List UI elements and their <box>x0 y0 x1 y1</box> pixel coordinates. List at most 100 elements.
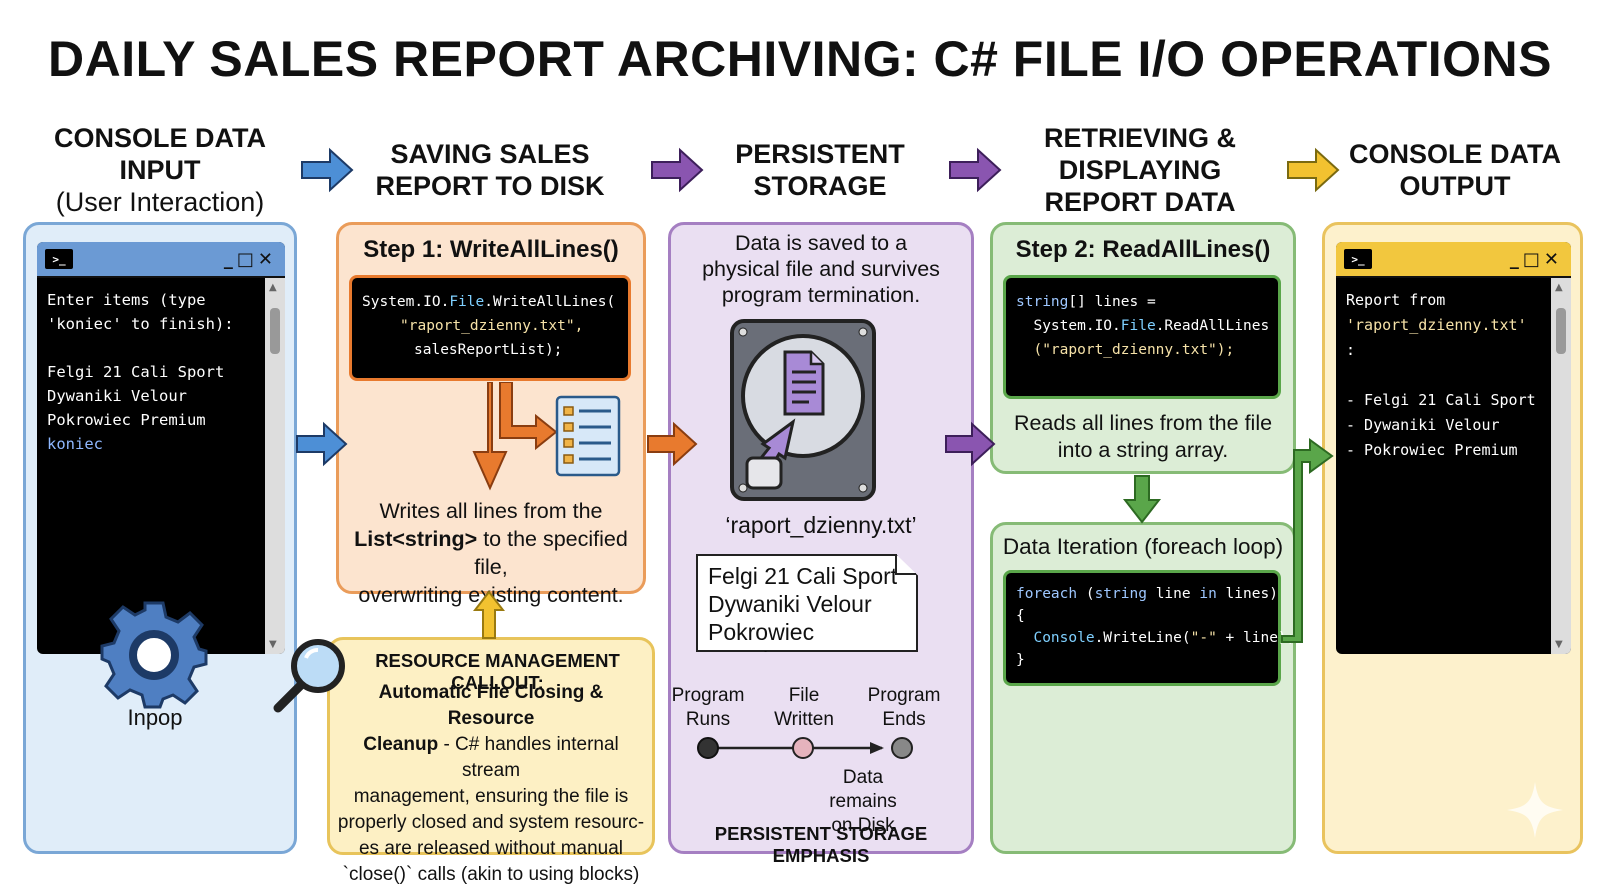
header-line: PERSISTENT <box>735 139 905 169</box>
read-description: Reads all lines from the file into a str… <box>994 410 1292 464</box>
console-line: Dywaniki Velour <box>47 387 187 405</box>
header-line: SAVING SALES <box>390 139 590 169</box>
console-line: Felgi 21 Cali Sport <box>47 363 225 381</box>
loop-step-title: Data Iteration (foreach loop) <box>1002 534 1284 559</box>
write-description: Writes all lines from the List<string> t… <box>340 497 642 609</box>
header-line: STORAGE <box>753 171 887 201</box>
code-line: Console.WriteLine("-" + line); <box>1016 630 1296 646</box>
gear-icon <box>100 601 208 709</box>
callout-line: es are released without manual <box>358 838 624 859</box>
storage-emphasis-label: PERSISTENT STORAGE EMPHASIS <box>714 823 928 866</box>
panel-resource-callout <box>327 637 655 855</box>
console-line: Pokrowiec Premium <box>47 411 206 429</box>
output-console-window: >_ _□✕ Report from 'raport_dzienny.txt': -… <box>1336 242 1571 654</box>
code-line: "raport_dzienny.txt", <box>400 318 584 334</box>
header-subtitle: (User Interaction) <box>55 187 265 217</box>
foreach-code-block: foreach (string line in lines) { Console.… <box>1003 570 1296 686</box>
page-title: DAILY SALES REPORT ARCHIVING: C# FILE I/… <box>48 31 1552 87</box>
desc-line: into a string array. <box>1057 438 1229 462</box>
console-titlebar: >_ _□✕ <box>1336 242 1571 278</box>
console-scrollbar[interactable]: ▲▼ <box>265 278 285 654</box>
header-retrieving: RETRIEVING & DISPLAYING REPORT DATA <box>1015 122 1265 218</box>
console-body: Enter items (type 'koniec' to finish): Fel… <box>37 278 285 466</box>
desc-line: Writes all lines from the <box>379 499 603 523</box>
code-line: System.IO.File.ReadAllLines <box>1016 318 1270 334</box>
header-persistent: PERSISTENT STORAGE <box>700 138 940 202</box>
code-line: salesReportList); <box>414 342 563 358</box>
code-line: ("raport_dzienny.txt"); <box>1016 342 1235 358</box>
desc-line: Reads all lines from the file <box>1013 411 1273 435</box>
doc-line: Pokrowiec Premium <box>708 619 815 652</box>
header-arrow-purple-icon <box>949 147 1002 193</box>
console-line: : <box>1346 341 1356 359</box>
console-line: 'raport_dzienny.txt' <box>1346 316 1527 334</box>
hard-drive-icon <box>730 319 876 501</box>
console-line: - Felgi 21 Cali Sport <box>1346 391 1536 409</box>
code-line: foreach (string line in lines) <box>1016 586 1278 602</box>
header-arrow-blue-icon <box>301 147 354 193</box>
callout-line: Automatic File Closing & Resource <box>378 682 604 729</box>
code-line: string[] lines = <box>1016 294 1156 310</box>
code-line: System.IO.File.WriteAllLines( <box>362 294 616 310</box>
write-step-title: Step 1: WriteAllLines() <box>363 236 619 263</box>
code-line: } <box>1016 652 1025 668</box>
code-line: { <box>1016 608 1025 624</box>
desc-line: program termination. <box>721 283 921 307</box>
desc-line: Data is saved to a <box>734 231 908 255</box>
callout-title: RESOURCE MANAGEMENT CALLOUT: <box>375 650 620 693</box>
file-contents-document: Felgi 21 Cali Sport Dywaniki Velour Pokr… <box>696 554 918 652</box>
console-body: Report from 'raport_dzienny.txt': - Felgi … <box>1336 278 1571 473</box>
header-line: OUTPUT <box>1399 171 1511 201</box>
header-console-input: CONSOLE DATA INPUT (User Interaction) <box>40 122 280 218</box>
header-line: DISPLAYING <box>1058 155 1222 185</box>
write-flow-arrows-icon <box>472 382 558 491</box>
header-line: CONSOLE DATA <box>54 123 266 153</box>
console-titlebar: >_ _□✕ <box>37 242 285 278</box>
desc-line: physical file and survives <box>702 257 940 281</box>
header-line: CONSOLE DATA <box>1349 139 1561 169</box>
header-line: REPORT TO DISK <box>375 171 605 201</box>
callout-line: Cleanup - C# handles internal stream <box>363 734 619 781</box>
window-controls-icon[interactable]: _□✕ <box>223 248 277 270</box>
doc-line: Felgi 21 Cali Sport <box>708 563 898 589</box>
callout-line: properly closed and system resourc- <box>337 812 645 833</box>
read-step-title: Step 2: ReadAllLines() <box>1015 236 1271 263</box>
storage-description: Data is saved to a physical file and sur… <box>672 230 970 308</box>
callout-line: management, ensuring the file is <box>353 786 629 807</box>
console-line: 'koniec' to finish): <box>47 315 234 333</box>
terminal-prompt-icon: >_ <box>1344 249 1372 269</box>
console-scrollbar[interactable]: ▲▼ <box>1551 278 1571 654</box>
page-fold-icon <box>895 554 916 575</box>
header-line: REPORT DATA <box>1044 187 1236 217</box>
desc-line: List<string> to the specified file, <box>354 527 628 579</box>
input-console-window: >_ _□✕ Enter items (type 'koniec' to fini… <box>37 242 285 654</box>
console-line: koniec <box>47 435 103 453</box>
write-code-block: System.IO.File.WriteAllLines( "raport_dzi… <box>349 275 631 381</box>
sparkle-icon <box>1507 782 1563 838</box>
console-line: Report from <box>1346 291 1446 309</box>
header-saving: SAVING SALES REPORT TO DISK <box>370 138 610 202</box>
doc-line: Dywaniki Velour <box>708 591 872 617</box>
storage-filename: ‘raport_dzienny.txt’ <box>725 512 917 538</box>
header-line: RETRIEVING & <box>1043 123 1237 153</box>
console-line: - Pokrowiec Premium <box>1346 441 1518 459</box>
up-arrow-icon <box>473 590 505 639</box>
terminal-prompt-icon: >_ <box>45 249 73 269</box>
header-line: INPUT <box>119 155 201 185</box>
header-arrow-purple-icon <box>651 147 704 193</box>
magnifier-icon <box>273 639 345 713</box>
timeline-icon <box>697 737 913 759</box>
window-controls-icon[interactable]: _□✕ <box>1509 248 1563 270</box>
gear-label: Inpop <box>127 705 183 730</box>
read-code-block: string[] lines = System.IO.File.ReadAllL… <box>1003 275 1281 399</box>
console-line: Enter items (type <box>47 291 206 309</box>
down-arrow-icon <box>1122 475 1162 524</box>
list-document-icon <box>555 395 621 477</box>
header-console-output: CONSOLE DATA OUTPUT <box>1330 138 1580 202</box>
console-line: - Dywaniki Velour <box>1346 416 1500 434</box>
callout-line: `close()` calls (akin to using blocks) <box>342 864 640 885</box>
